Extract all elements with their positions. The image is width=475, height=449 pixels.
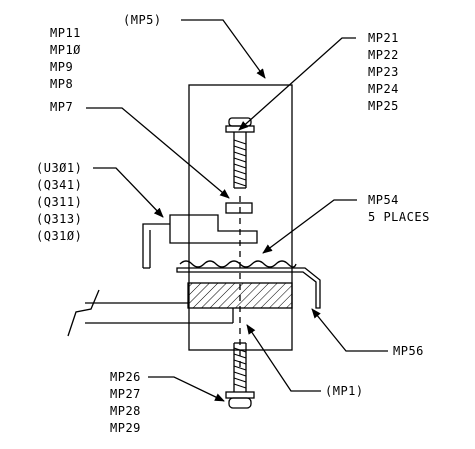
transistor: [142, 214, 258, 269]
top-screw: [225, 117, 255, 189]
label-mp29: MP29: [110, 421, 141, 435]
hatched-block: [187, 282, 293, 309]
washer: [225, 202, 253, 214]
leader-lines: [86, 19, 388, 402]
label-q311: (Q311): [36, 195, 82, 209]
thermal-pad: [179, 260, 297, 268]
label-mp1: (MP1): [325, 384, 364, 398]
label-u301: (U3Ø1): [36, 161, 82, 175]
label-q341: (Q341): [36, 178, 82, 192]
label-mp28: MP28: [110, 404, 141, 418]
label-mp21: MP21: [368, 31, 399, 45]
bottom-screw: [225, 342, 255, 409]
label-mp24: MP24: [368, 82, 399, 96]
label-mp11: MP11: [50, 26, 81, 40]
label-mp5: (MP5): [123, 13, 162, 27]
label-q313: (Q313): [36, 212, 82, 226]
label-mp9: MP9: [50, 60, 73, 74]
label-mp10: MP1Ø: [50, 43, 81, 57]
label-mp22: MP22: [368, 48, 399, 62]
label-mp54: MP54: [368, 193, 399, 207]
label-q310: (Q31Ø): [36, 229, 82, 243]
label-mp56: MP56: [393, 344, 424, 358]
label-mp7: MP7: [50, 100, 73, 114]
label-mp25: MP25: [368, 99, 399, 113]
label-mp8: MP8: [50, 77, 73, 91]
chassis-base: [67, 289, 234, 337]
label-5-places: 5 PLACES: [368, 210, 430, 224]
label-mp23: MP23: [368, 65, 399, 79]
bracket: [176, 267, 321, 309]
label-mp27: MP27: [110, 387, 141, 401]
label-mp26: MP26: [110, 370, 141, 384]
